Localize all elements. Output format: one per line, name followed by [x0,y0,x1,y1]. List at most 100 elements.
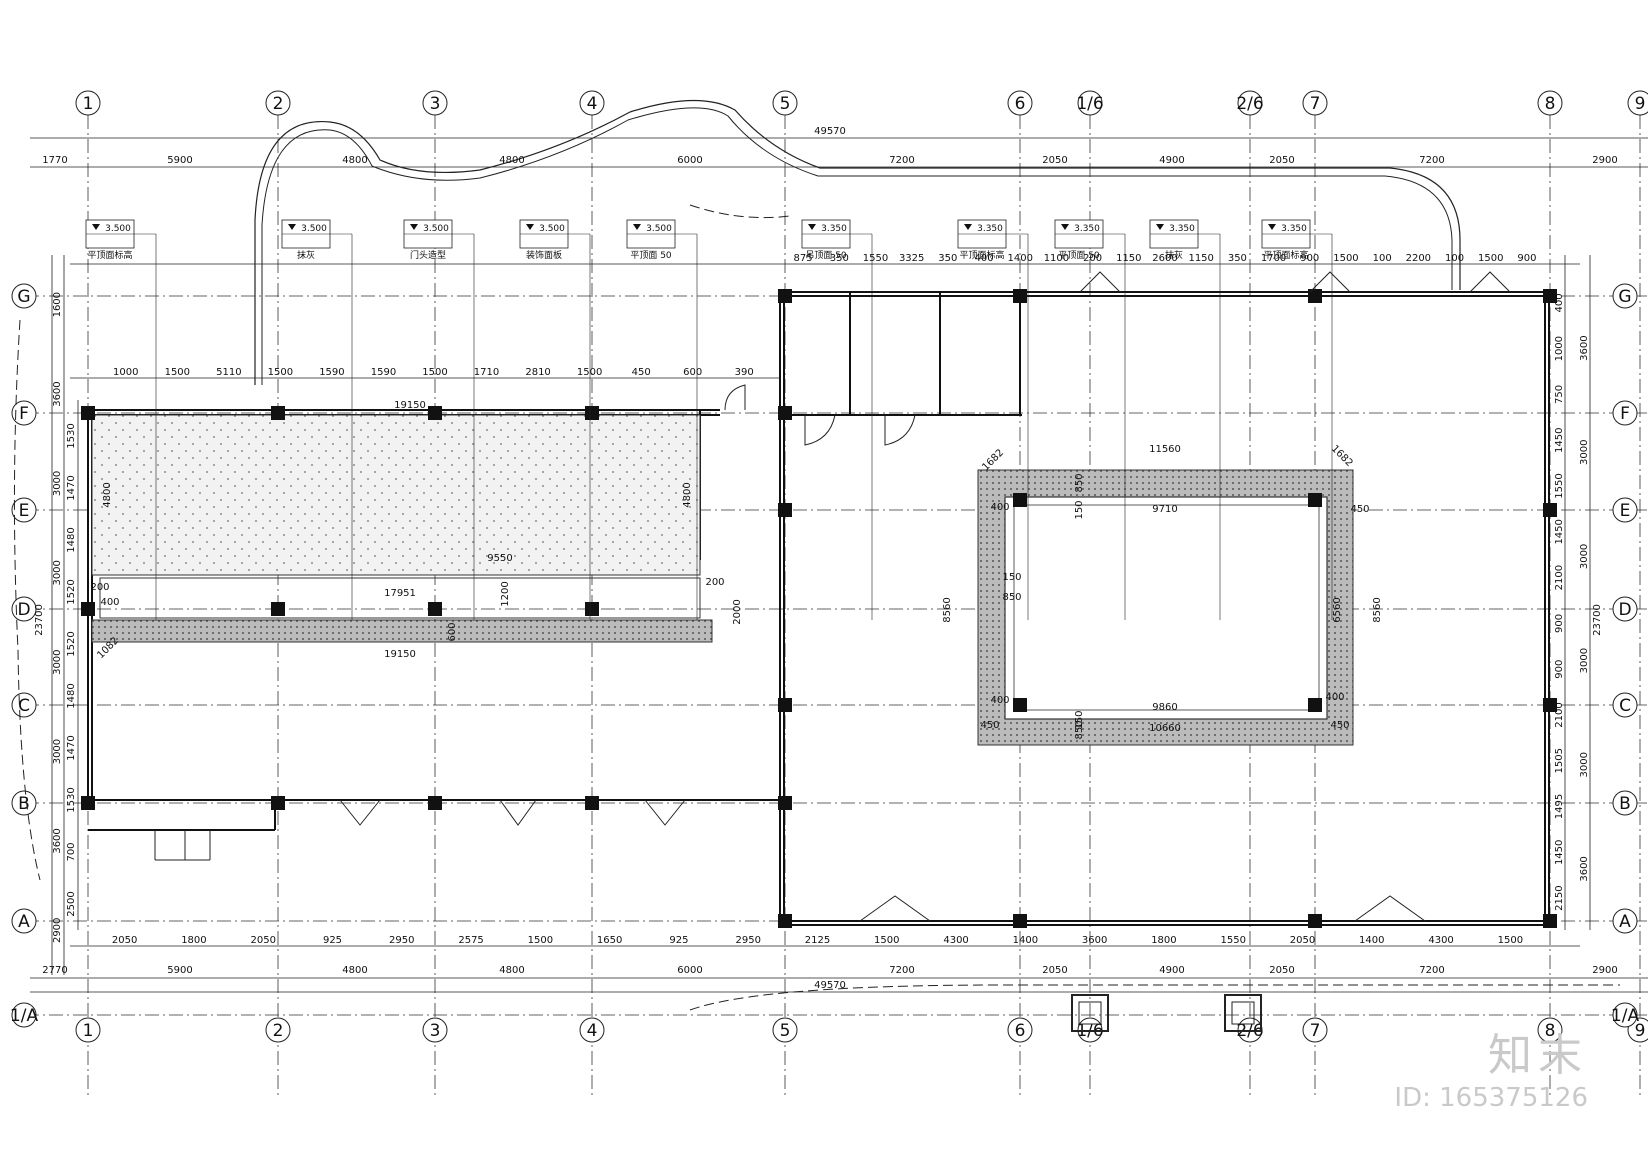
level-value: 3.350 [821,224,847,234]
grid-bubble-row [11,790,37,816]
dimension-top-detail-right: 3325 [899,253,924,264]
grid-label-column: 3 [430,1021,441,1041]
dimension-left-detail: 1480 [66,527,77,552]
level-value: 3.500 [105,224,131,234]
dimension-top: 6000 [677,155,702,166]
grid-bubble-row [1612,692,1638,718]
dimension-bottom-detail: 1400 [1013,935,1038,946]
dimension-top-detail-right: 900 [1517,253,1536,264]
grid-label-column: 8 [1545,1021,1556,1041]
dimension-bottom: 2900 [1592,965,1617,976]
column [271,796,285,810]
grid-label-row: F [19,404,29,424]
landscape-edge-top [689,204,791,219]
level-label: 平顶面 50 [630,250,672,261]
grid-bubble-row [1612,908,1638,934]
dimension-bottom-detail: 925 [669,935,688,946]
dimension-bottom-detail: 2050 [1290,935,1315,946]
dimension-top-detail-right: 200 [1083,253,1102,264]
planter-boxes [1071,994,1262,1032]
dimension-right-detail: 1550 [1554,473,1565,498]
grid-label-row: G [1618,287,1631,307]
column [271,406,285,420]
level-label: 装饰面板 [526,249,562,261]
grid-label-row: D [17,600,30,620]
dimension-overall-left: 23700 [34,604,45,636]
dimension-left: 3000 [52,739,63,764]
grid-bubble-row [11,908,37,934]
column [1308,914,1322,928]
grid-bubble-row [1612,400,1638,426]
grid-label-column: 9 [1635,94,1646,114]
grid-bubble-column [1302,90,1328,116]
dimension-overall-bottom: 49570 [814,980,846,991]
door-swings [154,271,1511,922]
column [1013,289,1027,303]
grid-label-column: 4 [587,1021,598,1041]
grid-label-column: 2 [273,94,284,114]
level-value: 3.350 [1074,224,1100,234]
dimension-left-detail: 1520 [66,579,77,604]
grid-bubble-column [772,90,798,116]
dimension-top-detail-right: 1500 [1478,253,1503,264]
column [778,914,792,928]
dimension-top-detail-right: 875 [794,253,813,264]
right-wing-walls [779,291,1550,926]
grid-bubble-column [1537,1017,1563,1043]
dimension-top-detail-left: 1500 [577,367,602,378]
grid-label-column: 3 [430,94,441,114]
dimension-top-detail-right: 1400 [1008,253,1033,264]
dimension-bottom-detail: 3600 [1082,935,1107,946]
dimension-bottom-detail: 1650 [597,935,622,946]
dimension-overall-right: 23700 [1592,604,1603,636]
column [778,406,792,420]
dimension-right-detail: 1450 [1554,428,1565,453]
dimension-right-detail: 750 [1554,385,1565,404]
grid-label-column: 1 [83,1021,94,1041]
grid-bubble-column [1007,1017,1033,1043]
grid-label-row: B [18,794,30,814]
column [585,602,599,616]
grid-label-row: B [1619,794,1631,814]
dimension-left-detail: 1480 [66,683,77,708]
dimension-top-detail-right: 1150 [1188,253,1213,264]
dimension-top: 2050 [1269,155,1294,166]
column [428,796,442,810]
dimension-bottom: 5900 [167,965,192,976]
grid-bubble-column [1627,90,1648,116]
dimension-courtyard: 150 [1002,572,1021,583]
dimension-right: 3000 [1579,648,1590,673]
column [1543,503,1557,517]
dimension-right: 3000 [1579,544,1590,569]
dimension-right-detail: 2150 [1554,885,1565,910]
dimension-left-detail: 2500 [66,891,77,916]
dimension-left: 3600 [52,828,63,853]
level-value: 3.500 [423,224,449,234]
column [778,503,792,517]
dimension-bottom-detail: 1800 [1151,935,1176,946]
dimension-bottom-detail: 2050 [112,935,137,946]
dimension-bottom-detail: 1500 [1498,935,1523,946]
level-label: 平顶面 50 [1058,250,1100,261]
dimension-overall-top: 49570 [814,126,846,137]
level-value: 3.500 [646,224,672,234]
dimension-right-detail: 1450 [1554,840,1565,865]
site-curve-inner [261,107,1453,385]
grid-bubble-row [1612,790,1638,816]
dimension-top-detail-right: 1550 [863,253,888,264]
grid-label-column: 7 [1310,94,1321,114]
column [1308,493,1322,507]
dimension-left-hall: 1200 [500,581,511,606]
grid-bubble-column [579,1017,605,1043]
dimension-top-detail-left: 600 [683,367,702,378]
dimension-top-detail-left: 1000 [113,367,138,378]
column [1308,289,1322,303]
dimension-left-hall: 19150 [394,400,426,411]
dimension-left: 1600 [52,292,63,317]
grid-bubble-row [1612,283,1638,309]
level-value: 3.350 [977,224,1003,234]
